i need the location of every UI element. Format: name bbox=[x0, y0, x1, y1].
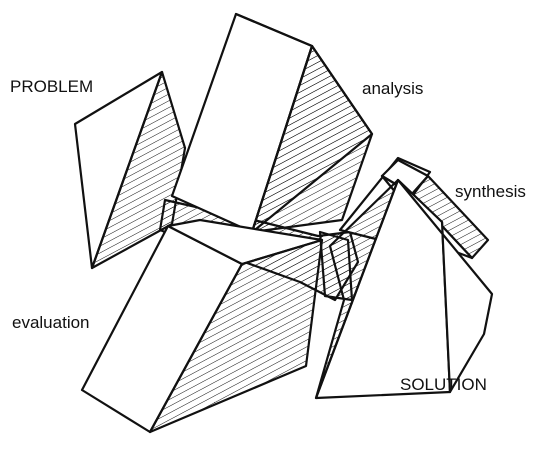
solution-solid bbox=[314, 178, 494, 400]
problem-solid bbox=[73, 70, 187, 270]
label-analysis: analysis bbox=[362, 79, 424, 98]
label-synthesis: synthesis bbox=[455, 182, 526, 201]
label-solution: SOLUTION bbox=[400, 375, 487, 394]
label-problem: PROBLEM bbox=[10, 77, 94, 96]
analysis-solid bbox=[170, 12, 374, 236]
label-evaluation: evaluation bbox=[12, 313, 90, 332]
evaluation-solid bbox=[80, 218, 324, 434]
